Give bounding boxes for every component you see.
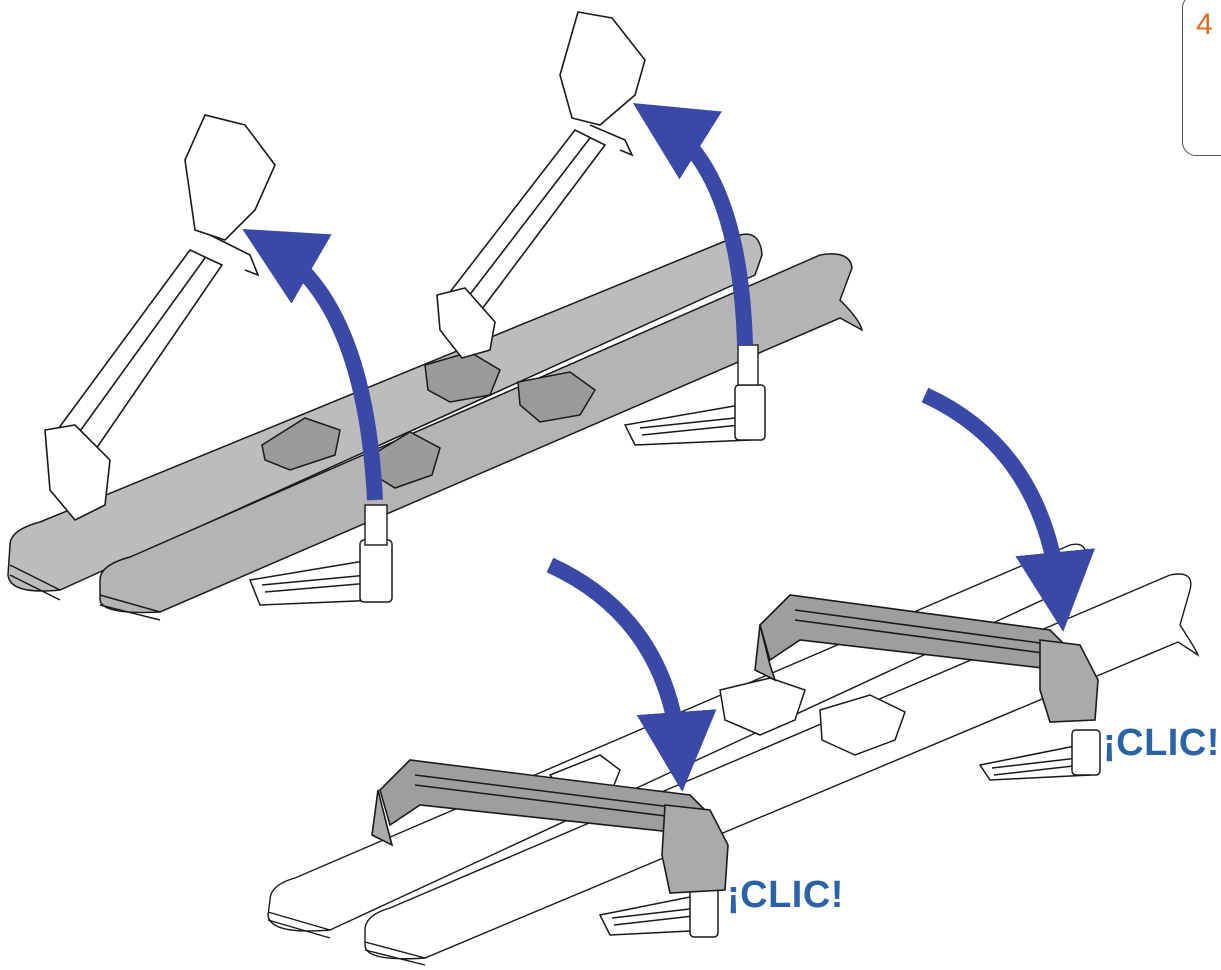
down-arrow-right <box>921 387 1096 632</box>
closed-rack-group <box>267 387 1200 966</box>
binding-6 <box>819 694 906 756</box>
closed-bar-front <box>371 759 729 894</box>
step-tab <box>1182 0 1221 156</box>
clamp-front-left <box>364 504 388 546</box>
raised-arm-right <box>436 11 646 359</box>
step-number: 4 <box>1196 8 1213 41</box>
binding-1 <box>261 417 341 471</box>
rack-base-front-right <box>598 884 719 938</box>
up-arrow-left <box>242 228 383 501</box>
grey-ski-left <box>7 233 763 601</box>
closed-bar-back <box>754 594 1099 723</box>
white-ski-right <box>364 573 1200 966</box>
down-arrow-left <box>546 557 717 792</box>
clic-label-bottom: ¡CLIC! <box>727 874 844 916</box>
grey-ski-right <box>99 253 864 621</box>
clic-label-right: ¡CLIC! <box>1103 722 1220 764</box>
clamp-back-left <box>737 344 759 386</box>
rack-base-back-right <box>978 729 1101 781</box>
raised-arm-left <box>44 114 276 521</box>
rack-base-back-left <box>623 384 766 446</box>
binding-4 <box>517 371 596 423</box>
up-arrow-right <box>632 103 753 346</box>
open-rack-group <box>7 11 864 621</box>
rack-base-front-left <box>248 539 393 606</box>
